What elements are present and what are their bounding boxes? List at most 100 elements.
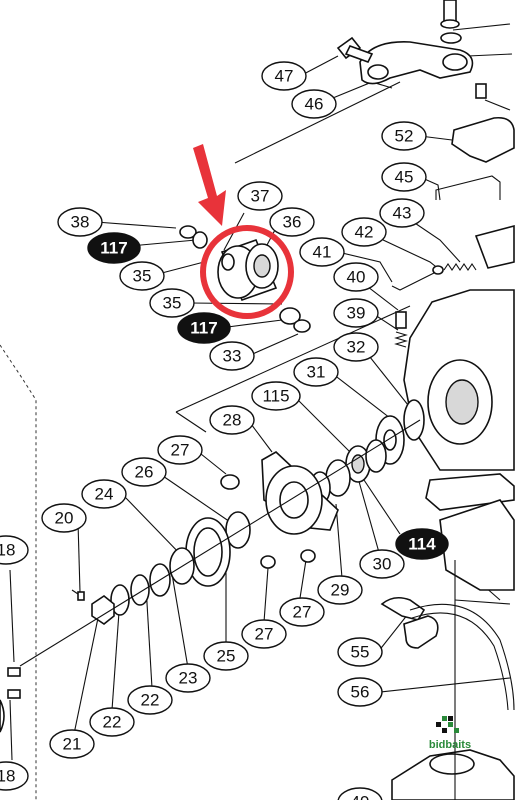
part-45-wire — [435, 175, 501, 200]
callout-46: 46 — [291, 89, 337, 119]
callout-31: 31 — [293, 357, 339, 387]
svg-text:23: 23 — [179, 669, 198, 688]
svg-text:25: 25 — [217, 647, 236, 666]
svg-text:114: 114 — [408, 535, 436, 554]
part-43-spring — [443, 263, 477, 271]
svg-text:28: 28 — [223, 411, 242, 430]
part-22-ring-a — [130, 574, 150, 606]
callout-49: 49 — [337, 787, 383, 800]
callout-27-b: 27 — [279, 597, 325, 627]
svg-text:33: 33 — [223, 347, 242, 366]
callout-25: 25 — [203, 641, 249, 671]
bidbaits-watermark: bidbaits — [429, 716, 471, 751]
callout-41: 41 — [299, 237, 345, 267]
svg-text:27: 27 — [171, 441, 190, 460]
svg-text:29: 29 — [331, 581, 350, 600]
svg-text:42: 42 — [355, 223, 374, 242]
svg-text:49: 49 — [351, 793, 370, 800]
part-41-pin — [391, 271, 437, 291]
callout-23: 23 — [165, 663, 211, 693]
svg-text:117: 117 — [190, 319, 217, 338]
part-21-nut — [91, 595, 115, 625]
svg-text:32: 32 — [347, 338, 366, 357]
svg-text:20: 20 — [55, 509, 74, 528]
dashed-boundary — [0, 344, 37, 800]
callout-40: 40 — [333, 262, 379, 292]
callout-labels: 47 46 52 45 43 42 41 40 39 38 37 36 117 … — [0, 61, 449, 800]
part-56-handle-arm-inner — [411, 612, 509, 711]
top-screw — [440, 0, 462, 44]
callout-35-lower: 35 — [149, 288, 195, 318]
part-20-screw — [71, 589, 85, 601]
part-27-screw-b — [260, 555, 276, 569]
svg-text:115: 115 — [262, 387, 289, 406]
svg-text:55: 55 — [351, 643, 370, 662]
svg-text:35: 35 — [133, 267, 152, 286]
bidbaits-logo-icon — [436, 716, 459, 733]
svg-text:22: 22 — [103, 713, 122, 732]
part-55-knob — [380, 596, 439, 649]
svg-text:30: 30 — [373, 555, 392, 574]
part-56-handle-arm — [409, 603, 515, 711]
red-highlight-circle — [200, 225, 294, 319]
red-arrow-icon — [193, 144, 226, 226]
svg-text:41: 41 — [313, 243, 332, 262]
callout-36: 36 — [269, 207, 315, 237]
svg-text:38: 38 — [71, 213, 90, 232]
svg-text:117: 117 — [100, 239, 127, 258]
callout-27-a: 27 — [157, 435, 203, 465]
callout-43: 43 — [379, 198, 425, 228]
part-114-bearing — [365, 439, 387, 473]
callout-117-upper: 117 — [87, 232, 141, 264]
part-25-plate — [185, 517, 231, 587]
part-40 — [395, 311, 407, 329]
part-42-washer — [432, 265, 444, 275]
callout-115: 115 — [251, 381, 301, 411]
callout-24: 24 — [81, 479, 127, 509]
svg-text:52: 52 — [395, 127, 414, 146]
svg-text:31: 31 — [307, 363, 326, 382]
callout-27-c: 27 — [241, 619, 287, 649]
callout-26: 26 — [121, 457, 167, 487]
callout-30: 30 — [359, 549, 405, 579]
callout-28: 28 — [209, 405, 255, 435]
callout-114: 114 — [395, 528, 449, 560]
callout-18-upper: 18 — [0, 535, 29, 565]
svg-text:21: 21 — [63, 735, 82, 754]
svg-text:45: 45 — [395, 168, 414, 187]
callout-21: 21 — [49, 729, 95, 759]
part-52 — [451, 116, 515, 163]
svg-text:18: 18 — [0, 767, 15, 786]
svg-text:56: 56 — [351, 683, 370, 702]
bidbaits-wordmark: bidbaits — [429, 739, 471, 751]
part-26-washer — [225, 511, 251, 549]
callout-22-a: 22 — [127, 685, 173, 715]
part-18-screws — [0, 667, 21, 733]
callout-45: 45 — [381, 162, 427, 192]
part-39-spring — [394, 331, 408, 348]
callout-52: 52 — [381, 121, 427, 151]
svg-text:39: 39 — [347, 304, 366, 323]
small-screw-top-right — [475, 83, 487, 99]
callout-18-lower: 18 — [0, 761, 29, 791]
svg-text:47: 47 — [275, 67, 294, 86]
svg-text:26: 26 — [135, 463, 154, 482]
callout-47: 47 — [261, 61, 307, 91]
svg-text:36: 36 — [283, 213, 302, 232]
part-49-body — [391, 749, 515, 800]
rotor-body — [403, 224, 515, 591]
callout-32: 32 — [333, 332, 379, 362]
axis-line — [19, 419, 421, 667]
part-27-screw-c — [300, 549, 316, 563]
part-47-screw — [336, 36, 374, 63]
callout-117-lower: 117 — [177, 312, 231, 344]
svg-text:27: 27 — [255, 625, 274, 644]
part-46-bail-arm — [359, 41, 474, 85]
highlight-group — [179, 144, 311, 333]
svg-text:22: 22 — [141, 691, 160, 710]
callout-42: 42 — [341, 217, 387, 247]
part-27-screw-a — [220, 474, 240, 490]
svg-text:43: 43 — [393, 204, 412, 223]
callout-39: 39 — [333, 298, 379, 328]
